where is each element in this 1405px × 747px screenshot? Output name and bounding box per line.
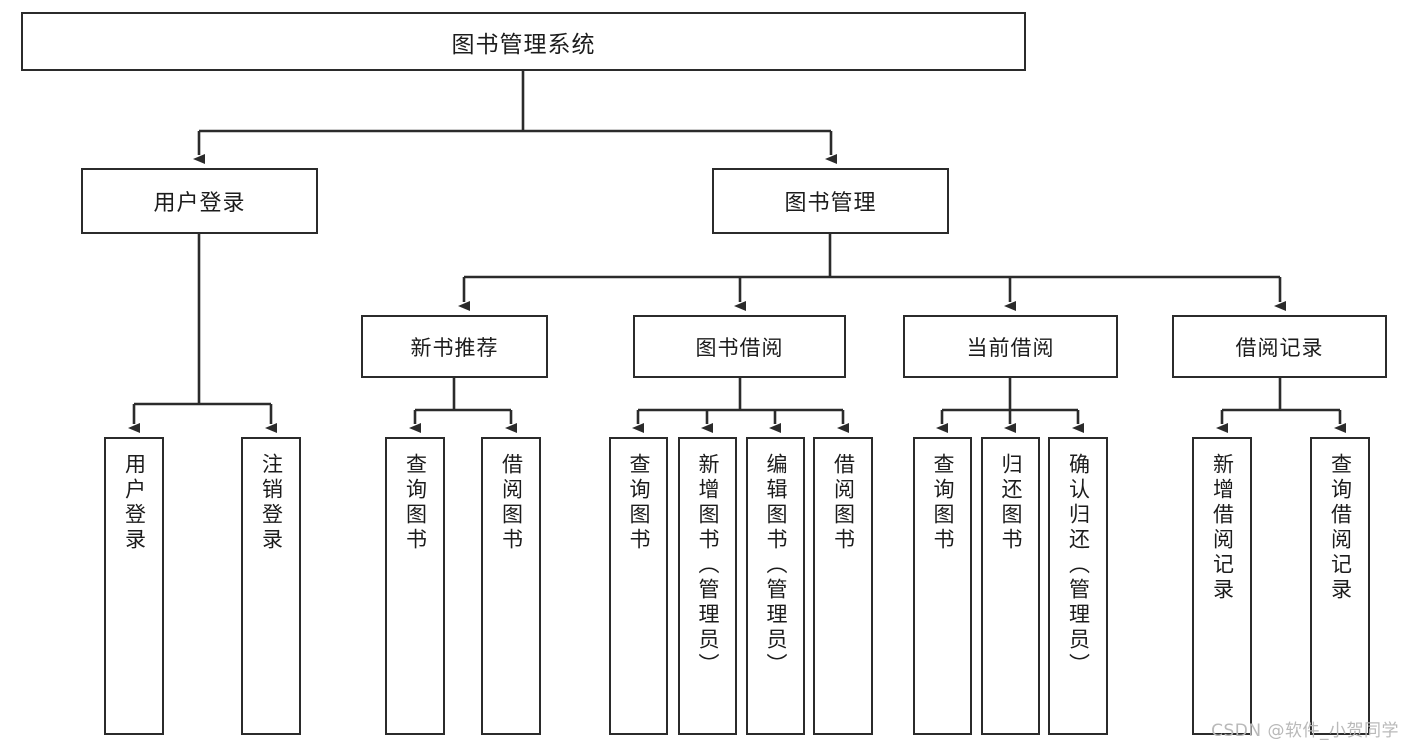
leaf-current-confirm-return-admin[interactable]: 确认归还（管理员） — [1048, 437, 1108, 735]
node-label: 查询图书 — [931, 453, 955, 553]
leaf-user-login[interactable]: 用户登录 — [104, 437, 164, 735]
leaf-records-query-record[interactable]: 查询借阅记录 — [1310, 437, 1370, 735]
node-label: 借阅图书 — [831, 453, 856, 553]
node-label: 编辑图书（管理员） — [764, 453, 788, 678]
leaf-records-add-record[interactable]: 新增借阅记录 — [1192, 437, 1252, 735]
node-label: 借阅记录 — [1235, 335, 1324, 360]
node-borrow-records[interactable]: 借阅记录 — [1172, 315, 1387, 378]
leaf-recommend-query-books[interactable]: 查询图书 — [385, 437, 445, 735]
node-label: 注销登录 — [259, 453, 284, 553]
leaf-borrow-borrow-books[interactable]: 借阅图书 — [813, 437, 873, 735]
node-label: 借阅图书 — [499, 453, 524, 553]
csdn-watermark: CSDN @软件_小贺同学 — [1211, 721, 1399, 741]
node-user-login[interactable]: 用户登录 — [81, 168, 318, 234]
node-label: 图书管理系统 — [451, 31, 596, 58]
node-label: 确认归还（管理员） — [1066, 453, 1091, 678]
node-label: 查询借阅记录 — [1328, 453, 1353, 603]
node-label: 查询图书 — [403, 453, 428, 553]
node-label: 用户登录 — [153, 191, 246, 216]
leaf-borrow-query-books[interactable]: 查询图书 — [609, 437, 668, 735]
node-label: 图书借阅 — [695, 335, 784, 360]
leaf-borrow-add-book-admin[interactable]: 新增图书（管理员） — [678, 437, 737, 735]
node-label: 归还图书 — [999, 453, 1023, 553]
leaf-current-query-books[interactable]: 查询图书 — [913, 437, 972, 735]
node-label: 图书管理 — [784, 191, 877, 216]
node-label: 用户登录 — [122, 453, 147, 553]
node-label: 查询图书 — [627, 453, 651, 553]
node-label: 当前借阅 — [966, 335, 1055, 360]
node-book-borrow[interactable]: 图书借阅 — [633, 315, 846, 378]
node-root-system[interactable]: 图书管理系统 — [21, 12, 1026, 71]
node-label: 新增图书（管理员） — [696, 453, 720, 678]
node-label: 新书推荐 — [410, 335, 499, 360]
leaf-recommend-borrow-books[interactable]: 借阅图书 — [481, 437, 541, 735]
node-label: 新增借阅记录 — [1210, 453, 1235, 603]
node-new-book-recommend[interactable]: 新书推荐 — [361, 315, 548, 378]
leaf-logout[interactable]: 注销登录 — [241, 437, 301, 735]
node-current-borrow[interactable]: 当前借阅 — [903, 315, 1118, 378]
node-book-management[interactable]: 图书管理 — [712, 168, 949, 234]
leaf-current-return-books[interactable]: 归还图书 — [981, 437, 1040, 735]
leaf-borrow-edit-book-admin[interactable]: 编辑图书（管理员） — [746, 437, 805, 735]
